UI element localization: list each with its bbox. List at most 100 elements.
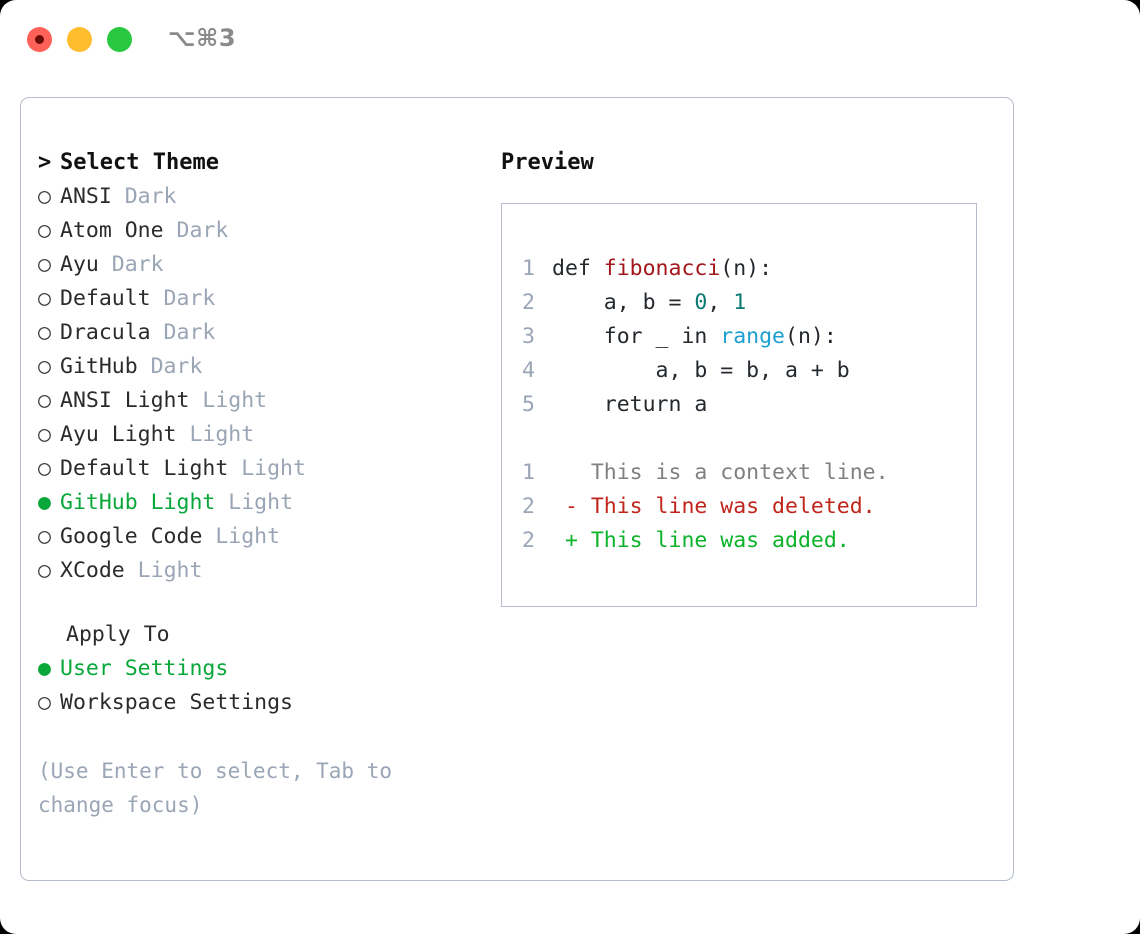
line-number: 1 [522, 256, 535, 281]
title-bar: ⌥⌘3 [0, 0, 1140, 78]
code-token-func: fibonacci [603, 256, 721, 281]
radio-unselected-icon: ○ [38, 558, 51, 583]
code-token-plain: (n): [785, 324, 837, 349]
theme-option-github-light[interactable]: ● GitHub Light Light [38, 486, 468, 520]
radio-unselected-icon: ○ [38, 320, 51, 345]
keyboard-hint-text: (Use Enter to select, Tab to change focu… [38, 759, 393, 817]
theme-variant-badge: Light [202, 524, 281, 549]
diff-sample: 1 This is a context line.2 - This line w… [522, 456, 976, 558]
minimize-button[interactable] [67, 27, 92, 52]
apply-to-option-label: Workspace Settings [60, 690, 293, 715]
theme-option-default-light[interactable]: ○ Default Light Light [38, 452, 468, 486]
line-number: 3 [522, 324, 535, 349]
code-token-plain: (n): [720, 256, 773, 281]
theme-variant-badge: Dark [137, 354, 203, 379]
code-line: 3 for _ in range(n): [522, 320, 976, 354]
theme-option-label: Dracula [60, 320, 151, 345]
diff-line-context: 1 This is a context line. [522, 456, 976, 490]
diff-line-text: This is a context line. [552, 460, 889, 485]
theme-variant-badge: Dark [150, 320, 216, 345]
radio-unselected-icon: ○ [38, 286, 51, 311]
code-line: 5 return a [522, 388, 976, 422]
preview-title: Preview [501, 150, 594, 175]
theme-variant-badge: Dark [111, 184, 177, 209]
theme-option-xcode[interactable]: ○ XCode Light [38, 554, 468, 588]
radio-selected-icon: ● [38, 656, 51, 681]
keyboard-shortcut-label: ⌥⌘3 [168, 24, 237, 52]
theme-variant-badge: Light [189, 388, 268, 413]
code-token-plain: return a [552, 392, 708, 417]
code-line: 2 a, b = 0, 1 [522, 286, 976, 320]
theme-selector-panel: >Select Theme ○ ANSI Dark ○ Atom One Dark ○ A… [20, 97, 1014, 881]
close-icon [35, 35, 44, 44]
code-line: 4 a, b = b, a + b [522, 354, 976, 388]
theme-option-label: GitHub [60, 354, 138, 379]
theme-option-ansi[interactable]: ○ ANSI Dark [38, 180, 468, 214]
apply-to-option-user-settings[interactable]: ● User Settings [38, 652, 468, 686]
theme-list-heading: >Select Theme [38, 146, 468, 180]
radio-unselected-icon: ○ [38, 252, 51, 277]
code-token-num: 0 [694, 290, 708, 315]
theme-variant-badge: Light [124, 558, 203, 583]
code-token-num: 1 [733, 290, 747, 315]
theme-option-label: ANSI Light [60, 388, 190, 413]
maximize-button[interactable] [107, 27, 132, 52]
theme-option-google-code[interactable]: ○Google Code Light [38, 520, 468, 554]
radio-unselected-icon: ○ [38, 456, 51, 481]
theme-option-ayu[interactable]: ○ Ayu Dark [38, 248, 468, 282]
apply-to-option-label: User Settings [60, 656, 229, 681]
section-spacer [38, 588, 468, 618]
code-token-plain: def [552, 256, 604, 281]
theme-option-label: Default [60, 286, 151, 311]
theme-option-atom-one[interactable]: ○ Atom One Dark [38, 214, 468, 248]
theme-option-ayu-light[interactable]: ○ Ayu Light Light [38, 418, 468, 452]
theme-variant-badge: Light [176, 422, 255, 447]
close-button[interactable] [27, 27, 52, 52]
theme-list-column: >Select Theme ○ ANSI Dark ○ Atom One Dark ○ A… [38, 146, 468, 822]
diff-line-deleted: 2 - This line was deleted. [522, 490, 976, 524]
theme-option-label: Ayu Light [60, 422, 177, 447]
theme-variant-badge: Light [228, 456, 306, 481]
radio-unselected-icon: ○ [38, 422, 51, 447]
apply-to-heading: Apply To [66, 622, 170, 647]
line-number: 4 [522, 358, 535, 383]
diff-line-text: - This line was deleted. [552, 494, 876, 519]
theme-option-label: Google Code [60, 524, 203, 549]
page-title: Select Theme [60, 150, 219, 175]
diff-line-text: + This line was added. [552, 528, 850, 553]
theme-option-label: ANSI [60, 184, 112, 209]
line-number: 5 [522, 392, 535, 417]
line-number: 2 [522, 290, 535, 315]
theme-option-dracula[interactable]: ○ Dracula Dark [38, 316, 468, 350]
radio-unselected-icon: ○ [38, 218, 51, 243]
code-token-call: range [720, 324, 786, 349]
theme-option-ansi-light[interactable]: ○ ANSI Light Light [38, 384, 468, 418]
line-number: 2 [522, 528, 535, 553]
radio-selected-icon: ● [38, 490, 51, 515]
radio-unselected-icon: ○ [38, 184, 51, 209]
theme-variant-badge: Light [215, 490, 294, 515]
theme-variant-badge: Dark [163, 218, 229, 243]
line-number: 1 [522, 460, 535, 485]
code-token-plain: a, b = [552, 290, 695, 315]
theme-option-default[interactable]: ○Default Dark [38, 282, 468, 316]
apply-to-option-workspace-settings[interactable]: ○Workspace Settings [38, 686, 468, 720]
theme-option-label: GitHub Light [60, 490, 216, 515]
line-number: 2 [522, 494, 535, 519]
code-line: 1 def fibonacci(n): [522, 252, 976, 286]
theme-option-label: XCode [60, 558, 125, 583]
apply-to-option-list: ● User Settings ○Workspace Settings [38, 652, 468, 720]
theme-variant-badge: Dark [98, 252, 164, 277]
theme-option-label: Ayu [60, 252, 99, 277]
theme-option-label: Atom One [60, 218, 164, 243]
theme-option-github[interactable]: ○GitHub Dark [38, 350, 468, 384]
diff-line-added: 2 + This line was added. [522, 524, 976, 558]
code-token-plain: for _ in [552, 324, 721, 349]
preview-spacer [522, 422, 976, 456]
radio-unselected-icon: ○ [38, 388, 51, 413]
theme-option-label: Default Light [60, 456, 229, 481]
